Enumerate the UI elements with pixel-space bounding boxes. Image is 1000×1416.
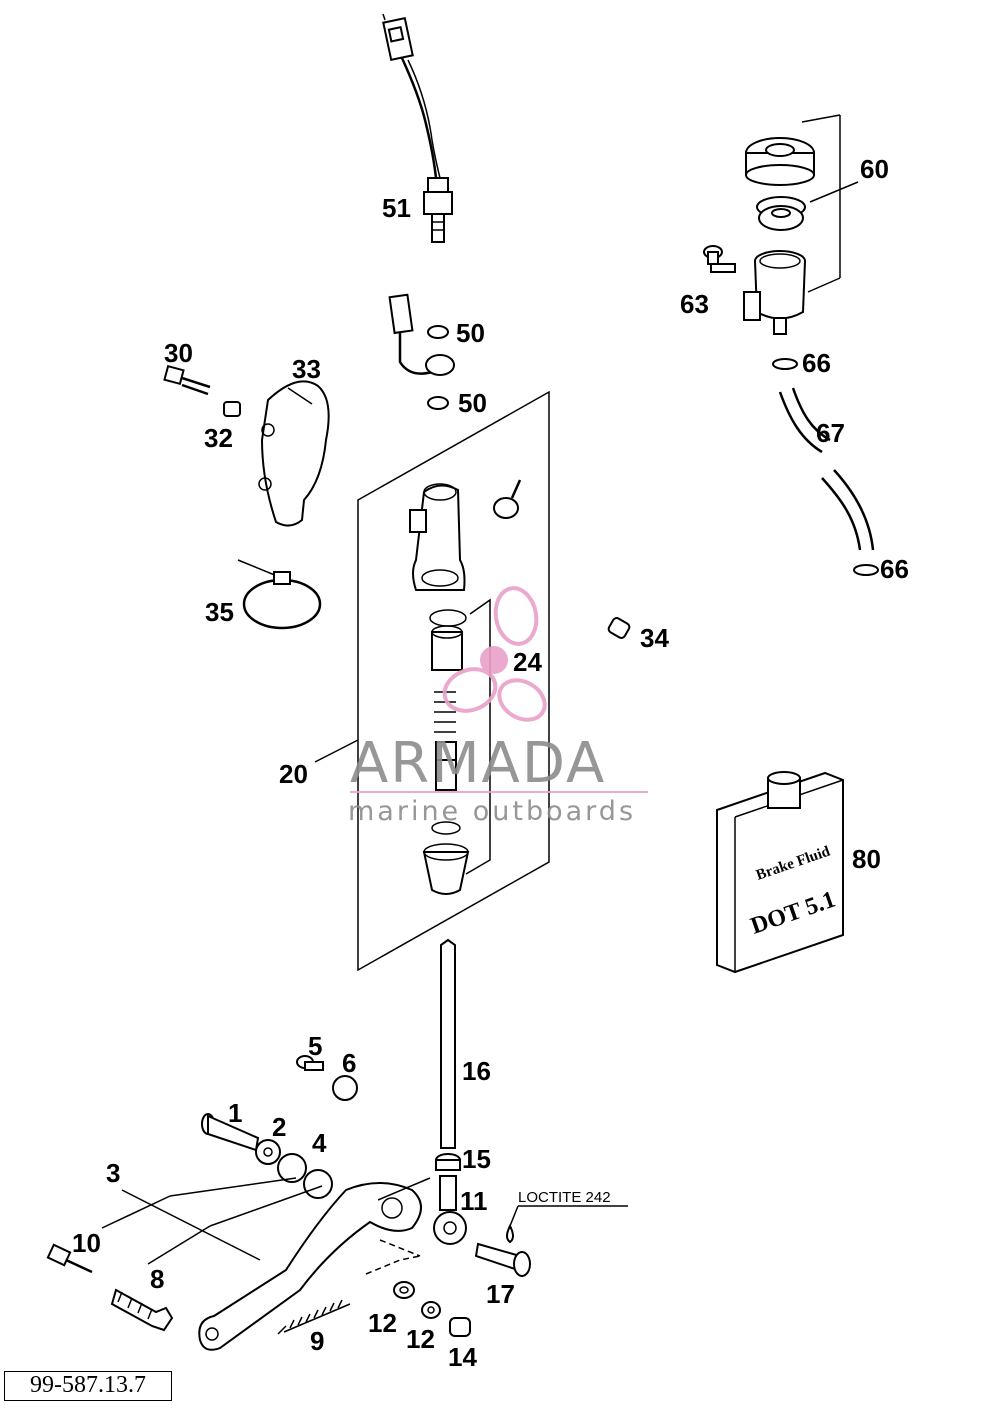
brake-fluid-bottle <box>716 771 844 974</box>
callout-16: 16 <box>462 1056 491 1086</box>
callout-15: 15 <box>462 1144 491 1174</box>
pedal-rubber-8 <box>110 1288 174 1332</box>
reference-code: 99-587.13.7 <box>4 1371 172 1401</box>
callout-10: 10 <box>72 1228 101 1258</box>
bearing-4 <box>277 1153 333 1199</box>
master-cylinder-kit <box>314 390 550 972</box>
nut-14 <box>449 1317 471 1337</box>
leader-lines <box>101 1177 421 1275</box>
callout-6: 6 <box>342 1048 356 1078</box>
callout-80: 80 <box>852 844 881 874</box>
callout-60: 60 <box>860 154 889 184</box>
callout-12-right: 12 <box>406 1324 435 1354</box>
bushing-6 <box>332 1075 358 1101</box>
bolt-63 <box>703 245 736 273</box>
callout-67: 67 <box>816 418 845 448</box>
washer-34 <box>607 617 631 639</box>
watermark-tagline: marine outboards <box>348 796 636 827</box>
callout-66-lower: 66 <box>880 554 909 584</box>
spring-9 <box>277 1299 351 1335</box>
callout-50-upper: 50 <box>456 318 485 348</box>
callout-5: 5 <box>308 1031 322 1061</box>
callout-34: 34 <box>640 623 669 653</box>
propeller-logo <box>442 586 547 722</box>
callout-51: 51 <box>382 193 411 223</box>
callout-14: 14 <box>448 1342 477 1372</box>
banjo-line-50 <box>388 293 455 410</box>
cable-tie-35 <box>237 559 322 630</box>
callout-30: 30 <box>164 338 193 368</box>
callout-1: 1 <box>228 1098 242 1128</box>
callout-24: 24 <box>513 647 542 677</box>
callout-12-left: 12 <box>368 1308 397 1338</box>
callout-4: 4 <box>312 1128 327 1158</box>
callout-9: 9 <box>310 1326 324 1356</box>
callout-20: 20 <box>279 759 308 789</box>
callout-50-lower: 50 <box>458 388 487 418</box>
callout-2: 2 <box>272 1112 286 1142</box>
callout-66-upper: 66 <box>802 348 831 378</box>
callout-8: 8 <box>150 1264 164 1294</box>
propeller-hub <box>480 646 508 674</box>
loctite-note: LOCTITE 242 <box>518 1189 611 1206</box>
cover-33 <box>258 380 330 527</box>
nut-32 <box>223 401 241 417</box>
callout-17: 17 <box>486 1279 515 1309</box>
armada-watermark: ARMADA marine outboards <box>348 586 648 827</box>
bolt-30 <box>163 364 211 396</box>
callout-11: 11 <box>460 1186 488 1216</box>
callout-35: 35 <box>205 597 234 627</box>
callout-33: 33 <box>292 354 321 384</box>
washer-12a <box>393 1281 415 1299</box>
bolt-10 <box>46 1243 93 1274</box>
callout-3: 3 <box>106 1158 120 1188</box>
washer-12b <box>421 1301 441 1319</box>
callout-numbers: 51 60 63 50 50 66 67 66 30 33 32 35 34 2… <box>72 154 909 1372</box>
push-rod-16 <box>433 938 467 1245</box>
pin-17 <box>474 1205 628 1277</box>
screw-5 <box>296 1055 324 1071</box>
brake-pedal <box>198 1177 431 1351</box>
watermark-brand: ARMADA <box>350 731 606 796</box>
reservoir-hose <box>772 358 879 576</box>
callout-32: 32 <box>204 423 233 453</box>
washer-2 <box>255 1139 281 1165</box>
brake-light-switch <box>382 13 453 243</box>
callout-63: 63 <box>680 289 709 319</box>
fluid-reservoir <box>743 114 859 335</box>
